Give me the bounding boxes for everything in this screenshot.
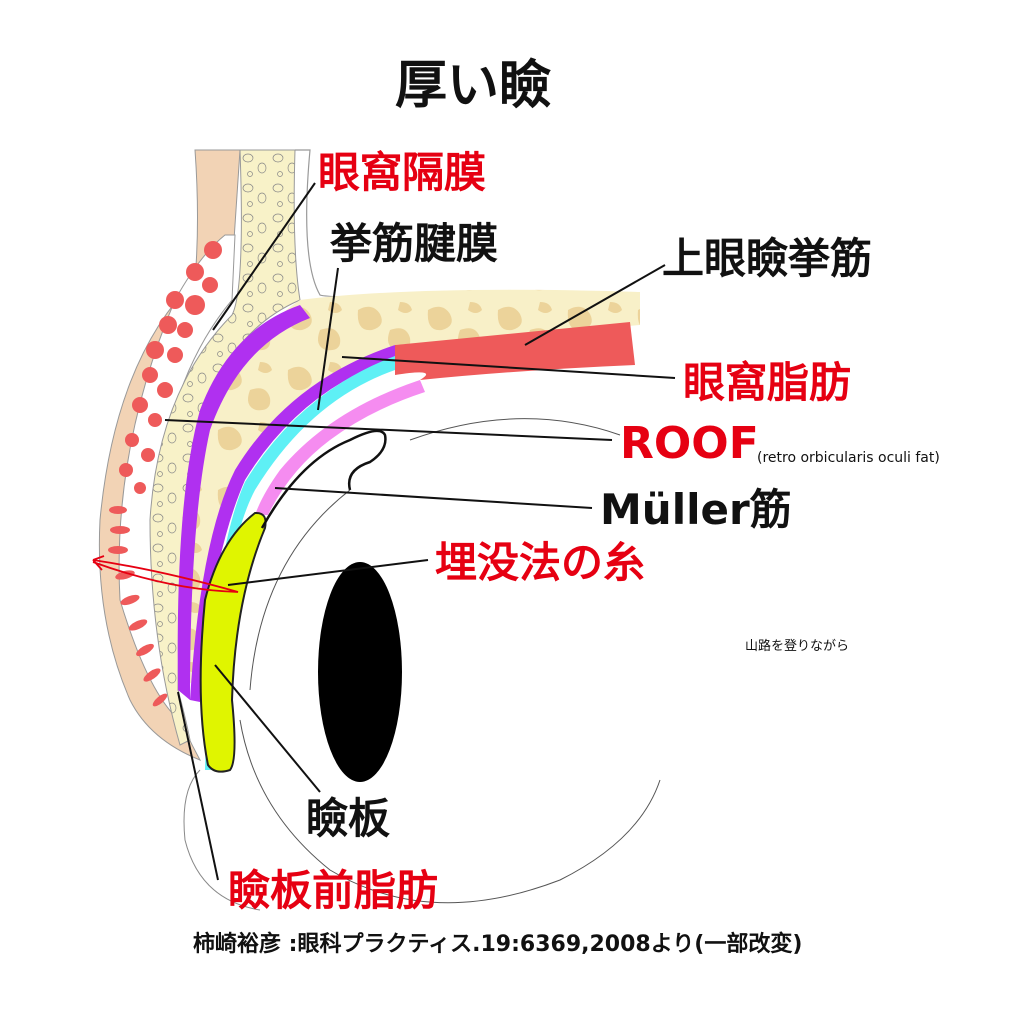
roof-fat — [149, 149, 301, 746]
label-pretarsal-fat: 瞼板前脂肪 — [228, 866, 439, 915]
label-orbital-septum: 眼窩隔膜 — [318, 148, 487, 197]
tarsus-plate — [199, 511, 267, 773]
lower-lid-outline — [183, 769, 261, 911]
leader-lines — [164, 182, 676, 881]
pupil — [318, 562, 402, 782]
orbital-fat — [180, 289, 640, 690]
levator-muscle — [395, 322, 635, 380]
orbital-septum — [177, 305, 310, 700]
muller-muscle — [255, 380, 425, 515]
globe-outline — [239, 418, 661, 904]
levator-aponeurosis — [190, 345, 395, 702]
label-muller: Müller筋 — [600, 485, 792, 534]
watermark: 山路を登りながら — [745, 639, 850, 654]
label-tarsus: 瞼板 — [306, 794, 391, 843]
label-suture: 埋没法の糸 — [435, 538, 646, 587]
label-levator-muscle: 上眼瞼挙筋 — [662, 234, 873, 283]
label-orbital-fat: 眼窩脂肪 — [683, 358, 852, 407]
buried-suture-thread — [92, 555, 239, 593]
page-title: 厚い瞼 — [395, 56, 552, 116]
citation: 柿崎裕彦 :眼科プラクティス.19:6369,2008より(一部改変) — [193, 932, 803, 957]
label-levator-aponeurosis: 挙筋腱膜 — [330, 219, 499, 268]
conjunctiva-line — [260, 429, 387, 529]
label-roof-full: (retro orbicularis oculi fat) — [757, 450, 940, 466]
muscle-fibers — [108, 241, 222, 707]
label-roof: ROOF — [620, 418, 759, 469]
